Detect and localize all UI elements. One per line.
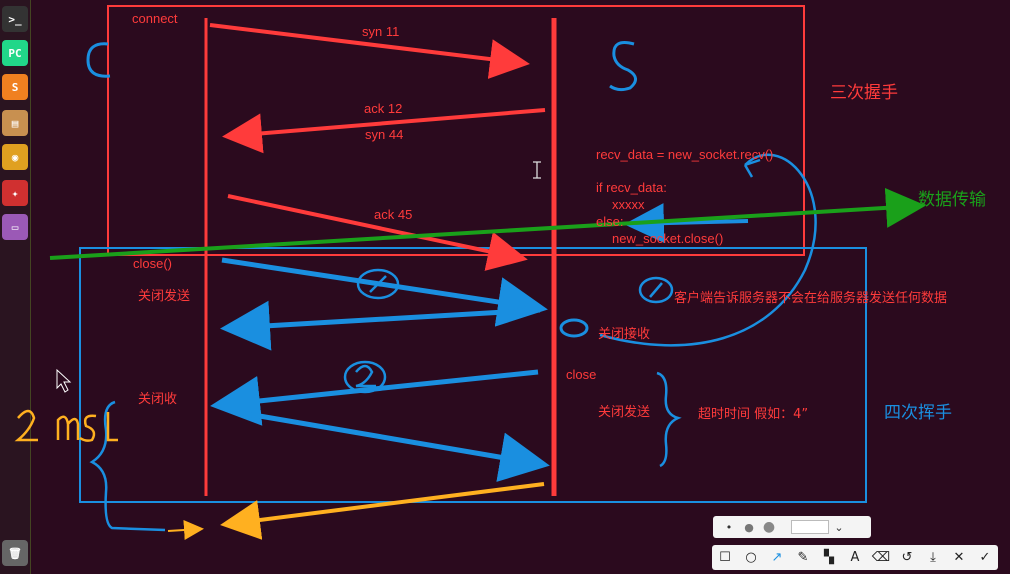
connect-label: connect: [132, 11, 178, 26]
handshake-box: [107, 5, 805, 256]
confirm-icon[interactable]: ✓: [979, 550, 991, 565]
ack-12-label: ack 12: [364, 101, 403, 116]
ack2-arrow: [235, 409, 550, 482]
step2-circle: [343, 360, 387, 394]
color-swatch[interactable]: [791, 520, 829, 534]
server-close-recv-label: 关闭接收: [598, 327, 651, 342]
arrow-icon[interactable]: ↗: [771, 550, 783, 565]
ack-45-label: ack 45: [374, 207, 413, 222]
msl-arrow: [167, 520, 204, 540]
socket-close-line: new_socket.close(): [612, 231, 724, 246]
msl-brace: [89, 400, 166, 532]
step2-mark: [355, 364, 376, 388]
step3-mark: [649, 282, 663, 298]
server-close-send-label: 关闭发送: [598, 405, 651, 420]
window-icon[interactable]: ▭: [2, 214, 28, 240]
timeout-brace: [656, 371, 682, 468]
size-medium-button[interactable]: ●: [744, 520, 754, 534]
four-way-wave-label: 四次挥手: [884, 403, 952, 423]
three-way-handshake-label: 三次握手: [830, 83, 898, 103]
xxxxx-line: xxxxx: [612, 197, 645, 212]
data-transfer-label: 数据传输: [918, 190, 986, 210]
else-line: else:: [596, 214, 624, 229]
pen-icon[interactable]: ✎: [797, 550, 809, 565]
step1-mark: [369, 275, 387, 293]
ack-arrow: [227, 194, 528, 271]
client-close-label: close(): [133, 256, 173, 271]
files-icon[interactable]: ▤: [2, 110, 28, 136]
server-letter-mark: [609, 41, 637, 92]
step1-circle: [356, 268, 400, 300]
recv-code-line: recv_data = new_socket.recv(): [596, 147, 774, 162]
syn-arrow: [209, 23, 530, 79]
eraser-icon[interactable]: ⌫: [871, 550, 891, 565]
sublime-text-icon[interactable]: S: [2, 74, 28, 100]
size-large-button[interactable]: ●: [762, 519, 776, 535]
text-cursor: [533, 161, 541, 179]
syn-44-label: syn 44: [365, 127, 404, 142]
fin1-arrow: [221, 257, 548, 327]
two-msl-mark: [14, 409, 118, 442]
annotation-toolbar: ☐ ○ ↗ ✎ ▚ A ⌫ ↺ ⤓ ✕ ✓: [712, 545, 998, 570]
final-ack-arrow: [220, 482, 545, 540]
server-close-label: close: [566, 367, 597, 382]
client-close-recv-label: 关闭收: [138, 392, 178, 407]
chrome-icon[interactable]: ◉: [2, 144, 28, 170]
trash-icon[interactable]: 🗑: [2, 540, 28, 566]
pycharm-icon[interactable]: PC: [2, 40, 28, 66]
text-icon[interactable]: A: [850, 550, 860, 565]
recv-curve-head: [743, 158, 761, 178]
undo-icon[interactable]: ↺: [901, 550, 913, 565]
mouse-cursor: [56, 368, 72, 393]
close-icon[interactable]: ✕: [953, 550, 965, 565]
size-small-button[interactable]: •: [725, 520, 733, 534]
ellipse-icon[interactable]: ○: [745, 550, 757, 565]
client-letter-mark: [86, 42, 111, 78]
terminal-icon[interactable]: >_: [2, 6, 28, 32]
timeout-label: 超时时间 假如：4”: [698, 407, 809, 422]
data-transfer-arrow: [49, 187, 926, 260]
client-close-send-label: 关闭发送: [138, 289, 191, 304]
recv-curve: [599, 153, 817, 347]
step4-circle: [559, 318, 589, 338]
syn-11-label: syn 11: [362, 24, 400, 39]
step3-circle: [638, 276, 674, 304]
if-recv-line: if recv_data:: [596, 180, 667, 195]
mosaic-icon[interactable]: ▚: [824, 550, 834, 565]
pen-size-toolbar: • ● ● ⌄: [713, 516, 871, 538]
chevron-down-icon[interactable]: ⌄: [834, 520, 844, 534]
ack1-arrow: [220, 300, 541, 351]
client-note-label: 客户端告诉服务器不会在给服务器发送任何数据: [674, 291, 948, 306]
launcher-dock: >_ PC S ▤ ◉ ✦ ▭ 🗑: [0, 0, 31, 574]
rectangle-icon[interactable]: ☐: [719, 550, 731, 565]
settings-icon[interactable]: ✦: [2, 180, 28, 206]
save-icon[interactable]: ⤓: [930, 550, 936, 565]
syn-ack-arrow: [222, 108, 546, 154]
